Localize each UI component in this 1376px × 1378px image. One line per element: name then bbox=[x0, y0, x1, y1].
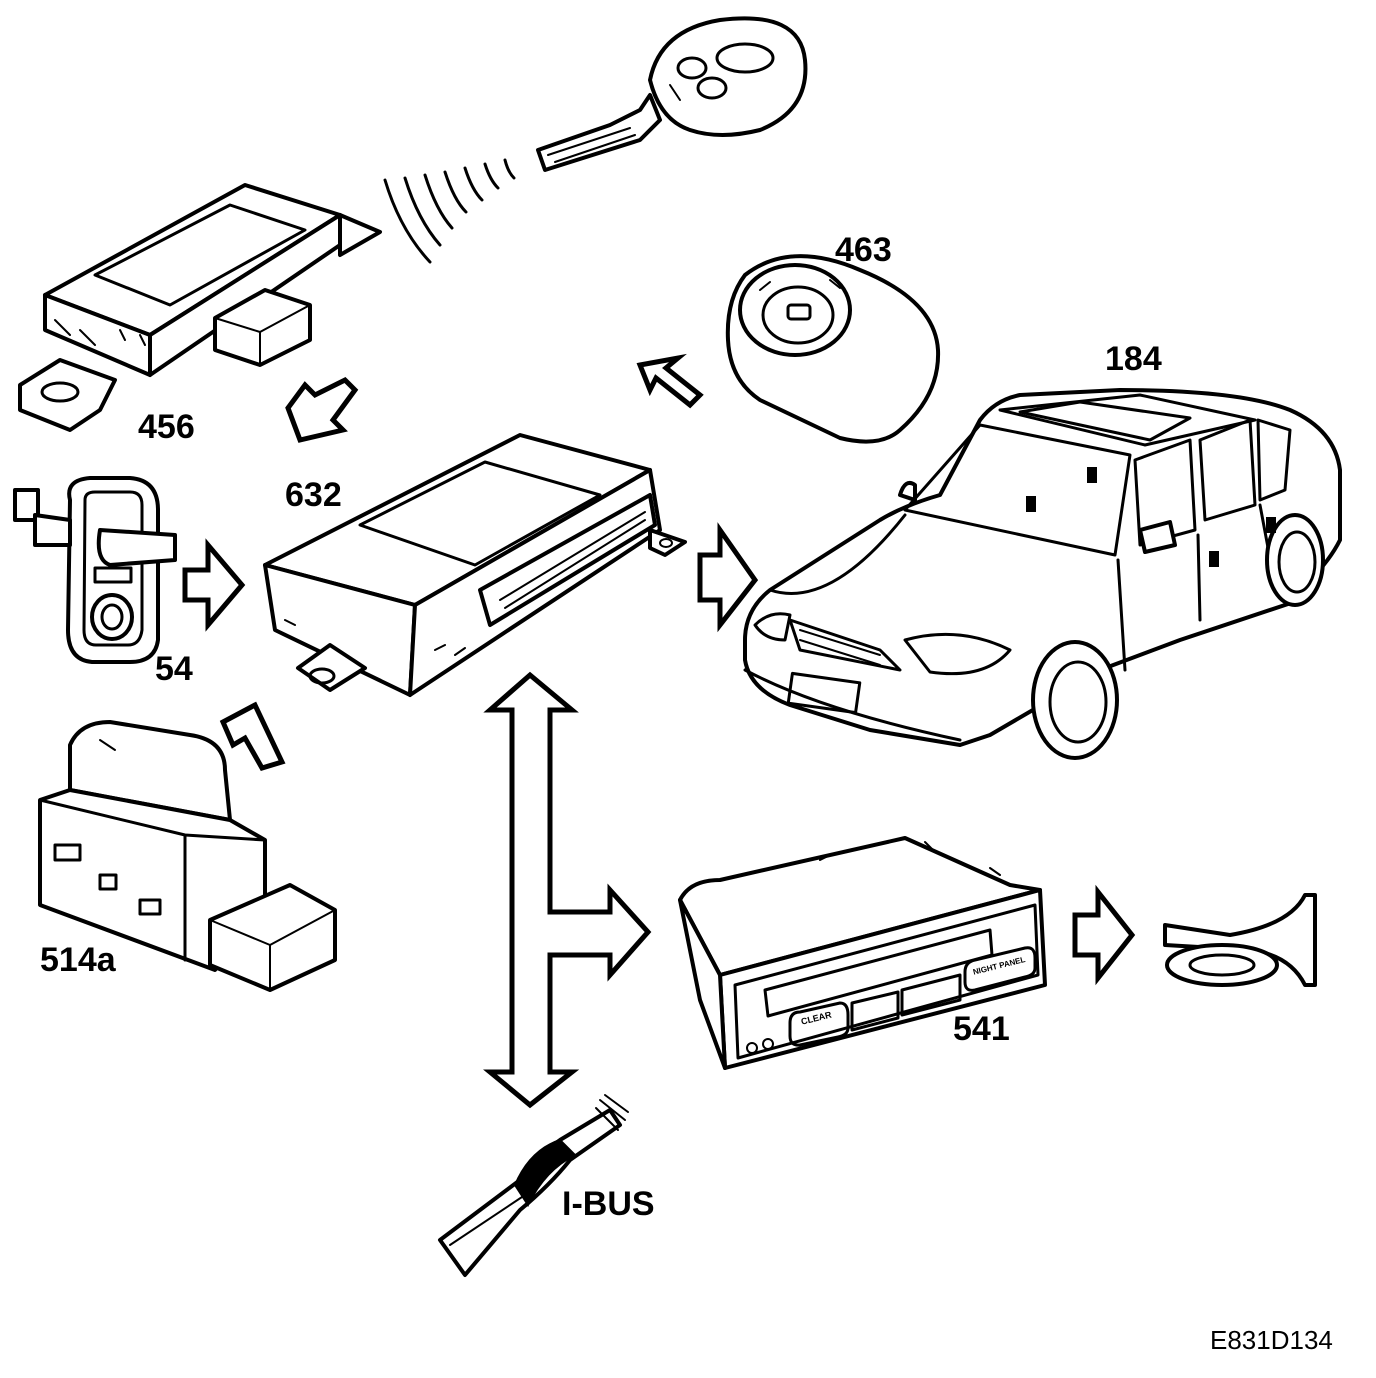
display-panel bbox=[678, 836, 1047, 1070]
figure-reference: E831D134 bbox=[1210, 1325, 1333, 1355]
label-ignition-switch: 463 bbox=[835, 231, 892, 269]
arrow-switch-to-module bbox=[182, 538, 246, 632]
radio-waves bbox=[383, 158, 516, 264]
arrow-receiver-to-module bbox=[285, 376, 359, 443]
door-switch bbox=[13, 476, 177, 664]
horn bbox=[1163, 893, 1317, 987]
control-module bbox=[263, 433, 687, 697]
receiver-module bbox=[18, 183, 382, 432]
ignition-switch bbox=[725, 254, 941, 444]
arrow-ibus bbox=[483, 671, 652, 1109]
label-receiver: 456 bbox=[138, 408, 195, 446]
hood-switch bbox=[38, 720, 337, 992]
car bbox=[743, 388, 1342, 760]
arrow-hood-to-module bbox=[219, 701, 286, 771]
label-control-module: 632 bbox=[285, 476, 342, 514]
key-fob bbox=[536, 16, 808, 172]
label-door-switch: 54 bbox=[155, 650, 193, 688]
label-car: 184 bbox=[1105, 340, 1162, 378]
label-hood-switch: 514a bbox=[40, 941, 116, 979]
arrow-module-to-car bbox=[697, 522, 759, 633]
label-display-panel: 541 bbox=[953, 1010, 1010, 1048]
arrow-ignition-to-module bbox=[636, 353, 704, 409]
ibus-cable bbox=[438, 1094, 629, 1277]
arrow-display-to-horn bbox=[1072, 884, 1136, 986]
arrows bbox=[182, 353, 1136, 1109]
label-ibus: I-BUS bbox=[562, 1185, 655, 1223]
